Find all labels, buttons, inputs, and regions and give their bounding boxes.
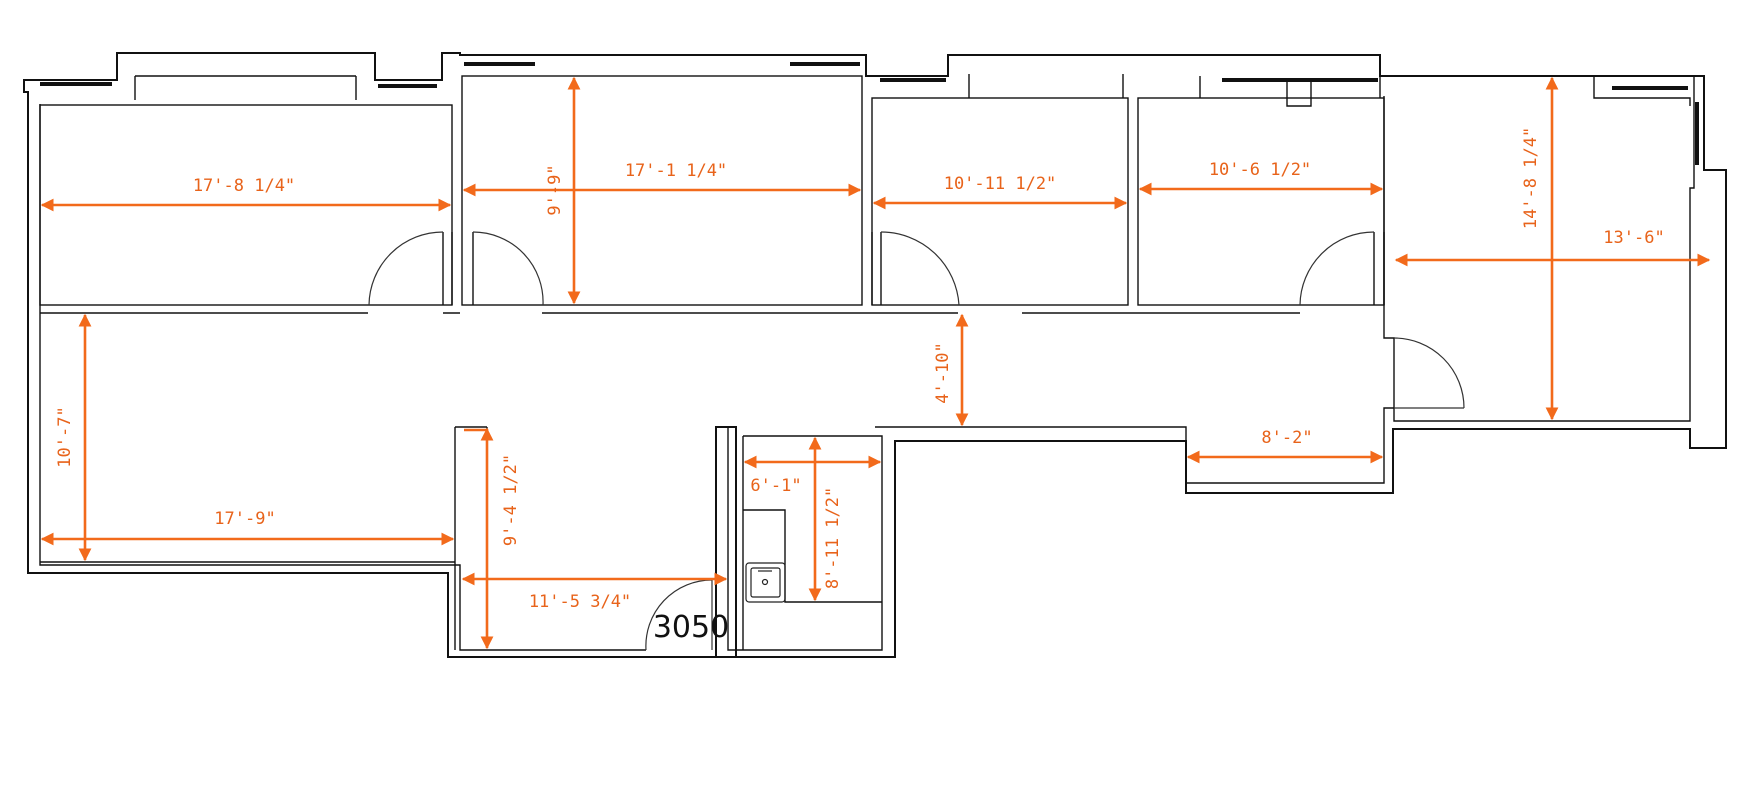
dim-room-5-depth: 14'-8 1/4" [1521,127,1541,229]
dimension-labels: 17'-8 1/4" 17'-1 1/4" 9'-9" 10'-11 1/2" … [55,127,1665,612]
bedroom-2-walls [461,75,863,306]
bedroom-5-walls [1383,75,1695,422]
wall-bump-2 [968,74,1124,98]
kitchen-walls [727,427,883,651]
dim-room-2-width: 17'-1 1/4" [625,161,727,181]
dim-room-5-width: 13'-6" [1603,228,1664,248]
outer-wall [23,52,1727,658]
door-bedroom-5 [1393,337,1465,409]
bedroom-4-walls [1137,97,1385,306]
dim-corridor-width: 4'-10" [933,342,953,403]
dimension-lines [40,76,1711,650]
dim-kitchen-width: 6'-1" [750,476,801,496]
wall-bump-1 [134,75,357,100]
doors [368,231,1465,651]
dim-living-depth: 10'-7" [55,406,75,467]
dim-room-2-depth: 9'-9" [545,164,565,215]
windows [40,62,1699,165]
dim-kitchen-depth: 8'-11 1/2" [823,487,843,589]
dim-room-3-width: 10'-11 1/2" [944,174,1057,194]
sink-icon [745,562,786,603]
walls [23,52,1727,658]
bedroom-3-walls [871,97,1129,306]
corridor-lower-wall [875,407,1394,484]
room-number: 3050 [653,610,729,645]
inner-wall [39,104,646,651]
door-bedroom-2 [472,231,544,306]
door-bedroom-3 [880,231,960,306]
door-bedroom-1 [368,231,444,306]
wall-bump-3 [1199,76,1381,107]
dim-room-4-width: 10'-6 1/2" [1209,160,1311,180]
door-jambs [442,232,1385,305]
bedroom-1-walls [39,104,453,306]
wall-bump-4 [1593,76,1691,106]
dim-entry-width: 11'-5 3/4" [529,592,631,612]
dim-living-width: 17'-9" [214,509,275,529]
dim-room-1-width: 17'-8 1/4" [193,176,295,196]
dim-entry-depth: 9'-4 1/2" [501,454,521,546]
dim-alcove-width: 8'-2" [1261,428,1312,448]
door-bedroom-4 [1299,231,1375,306]
